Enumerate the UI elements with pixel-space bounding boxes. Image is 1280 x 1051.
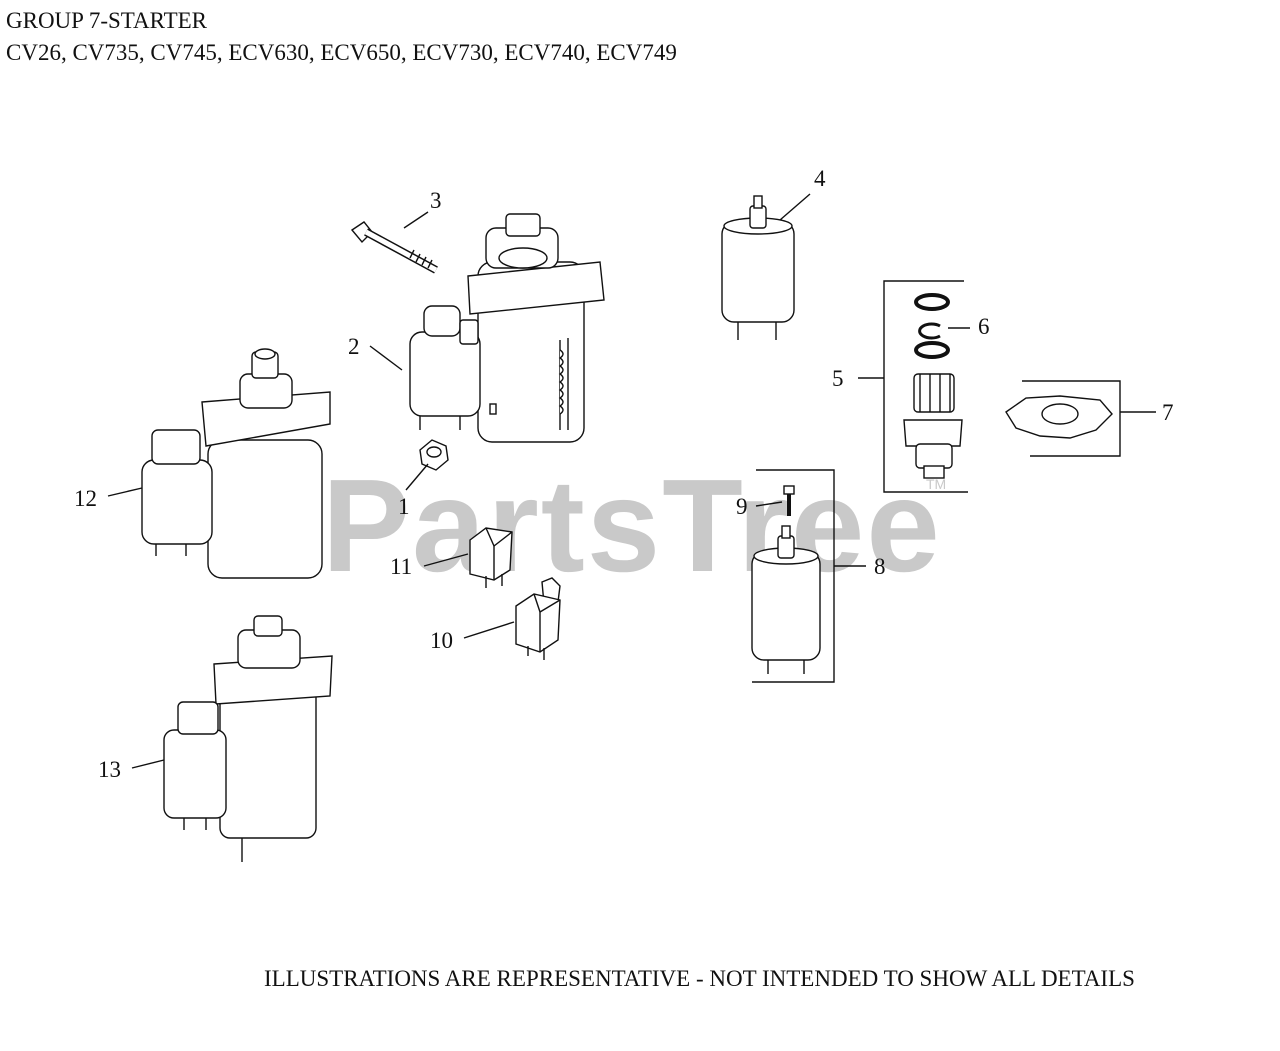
watermark-logo: PartsTree	[322, 452, 942, 599]
callout-9[interactable]: 9	[736, 494, 748, 519]
callout-11[interactable]: 11	[390, 554, 412, 579]
callout-12[interactable]: 12	[74, 486, 97, 511]
callout-13[interactable]: 13	[98, 757, 121, 782]
callout-7[interactable]: 7	[1162, 400, 1174, 425]
model-list: CV26, CV735, CV745, ECV630, ECV650, ECV7…	[6, 40, 677, 65]
callout-3[interactable]: 3	[430, 188, 442, 213]
callout-5[interactable]: 5	[832, 366, 844, 391]
part-4-solenoid[interactable]	[721, 195, 795, 340]
part-2-starter-motor[interactable]	[409, 213, 605, 443]
part-11-relay[interactable]	[469, 527, 513, 588]
part-3-bolt[interactable]	[350, 221, 438, 274]
watermark-trademark: TM	[926, 476, 947, 492]
callout-1[interactable]: 1	[398, 494, 410, 519]
callout-2[interactable]: 2	[348, 334, 360, 359]
callout-labels: 1 2 3 4 5 6 7 8 9 11 10 12 13	[74, 166, 1174, 782]
callout-8[interactable]: 8	[874, 554, 886, 579]
part-7-brush-holder[interactable]	[1005, 380, 1121, 457]
part-9-screw[interactable]	[783, 485, 795, 516]
part-5-drive-assembly[interactable]	[883, 280, 968, 493]
callout-10[interactable]: 10	[430, 628, 453, 653]
callout-leaders	[107, 193, 1156, 769]
part-12-starter[interactable]	[141, 348, 331, 579]
part-8-solenoid[interactable]	[751, 469, 835, 683]
callout-4[interactable]: 4	[814, 166, 826, 191]
part-13-starter[interactable]	[163, 615, 333, 862]
part-10-relay[interactable]	[515, 577, 561, 660]
disclaimer-note: ILLUSTRATIONS ARE REPRESENTATIVE - NOT I…	[264, 966, 1135, 991]
callout-6[interactable]: 6	[978, 314, 990, 339]
diagram-title: GROUP 7-STARTER	[6, 8, 208, 33]
part-1-nut[interactable]	[419, 439, 449, 471]
